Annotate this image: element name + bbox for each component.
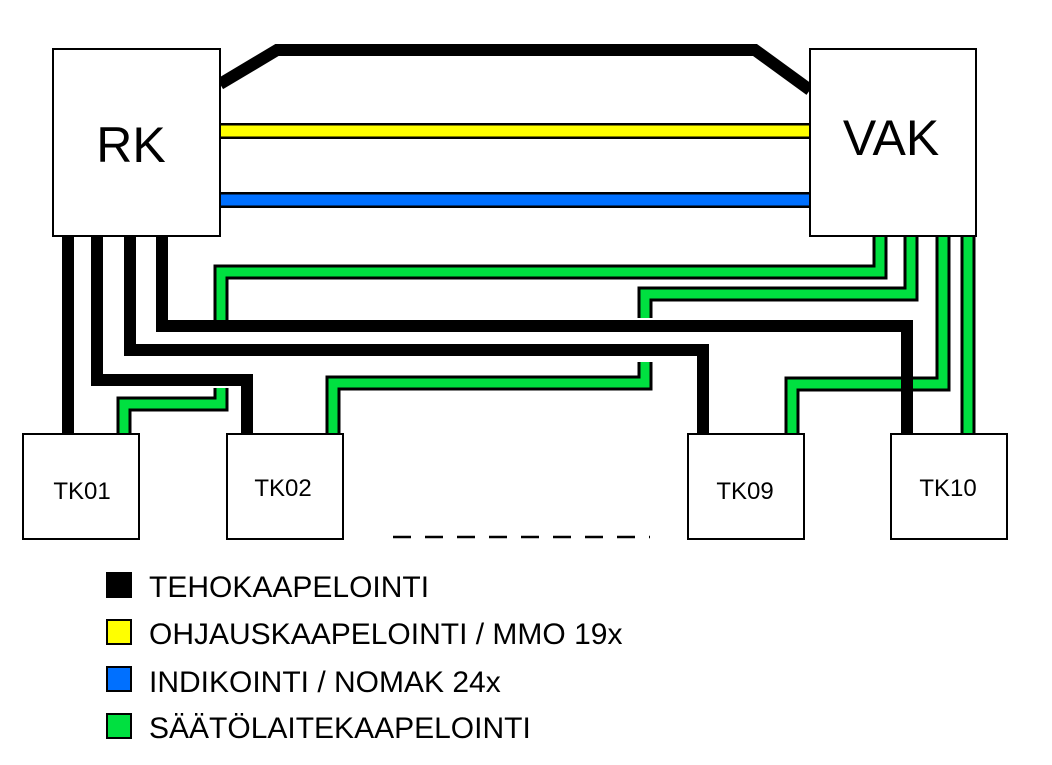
rk-box: RK <box>52 48 221 237</box>
power-cables <box>62 237 913 434</box>
tk01-label: TK01 <box>53 478 110 505</box>
legend-swatch-regulator <box>106 713 132 739</box>
legend: TEHOKAAPELOINTI OHJAUSKAAPELOINTI / MMO … <box>106 571 622 745</box>
legend-item-control: OHJAUSKAAPELOINTI / MMO 19x <box>106 618 622 651</box>
tk02-box: TK02 <box>226 433 344 540</box>
tk10-label: TK10 <box>919 475 976 502</box>
tk01-box: TK01 <box>22 433 140 540</box>
power-cable-rk-vak <box>216 44 814 95</box>
rk-label: RK <box>96 117 165 173</box>
legend-item-regulator: SÄÄTÖLAITEKAAPELOINTI <box>106 712 531 745</box>
tk02-label: TK02 <box>254 475 311 502</box>
regulator-cables <box>116 237 976 434</box>
legend-item-indication: INDIKOINTI / NOMAK 24x <box>106 666 501 699</box>
legend-swatch-power <box>106 572 132 598</box>
vak-label: VAK <box>843 110 939 166</box>
legend-item-power: TEHOKAAPELOINTI <box>106 571 429 604</box>
legend-label-indication: INDIKOINTI / NOMAK 24x <box>149 666 501 699</box>
tk09-label: TK09 <box>716 478 773 505</box>
tk09-box: TK09 <box>687 433 805 540</box>
tk10-box: TK10 <box>890 433 1008 540</box>
legend-label-power: TEHOKAAPELOINTI <box>149 571 429 604</box>
legend-label-regulator: SÄÄTÖLAITEKAAPELOINTI <box>149 712 531 745</box>
legend-label-control: OHJAUSKAAPELOINTI / MMO 19x <box>149 618 622 651</box>
legend-swatch-control <box>106 619 132 645</box>
vak-box: VAK <box>809 48 977 237</box>
legend-swatch-indication <box>106 666 132 692</box>
